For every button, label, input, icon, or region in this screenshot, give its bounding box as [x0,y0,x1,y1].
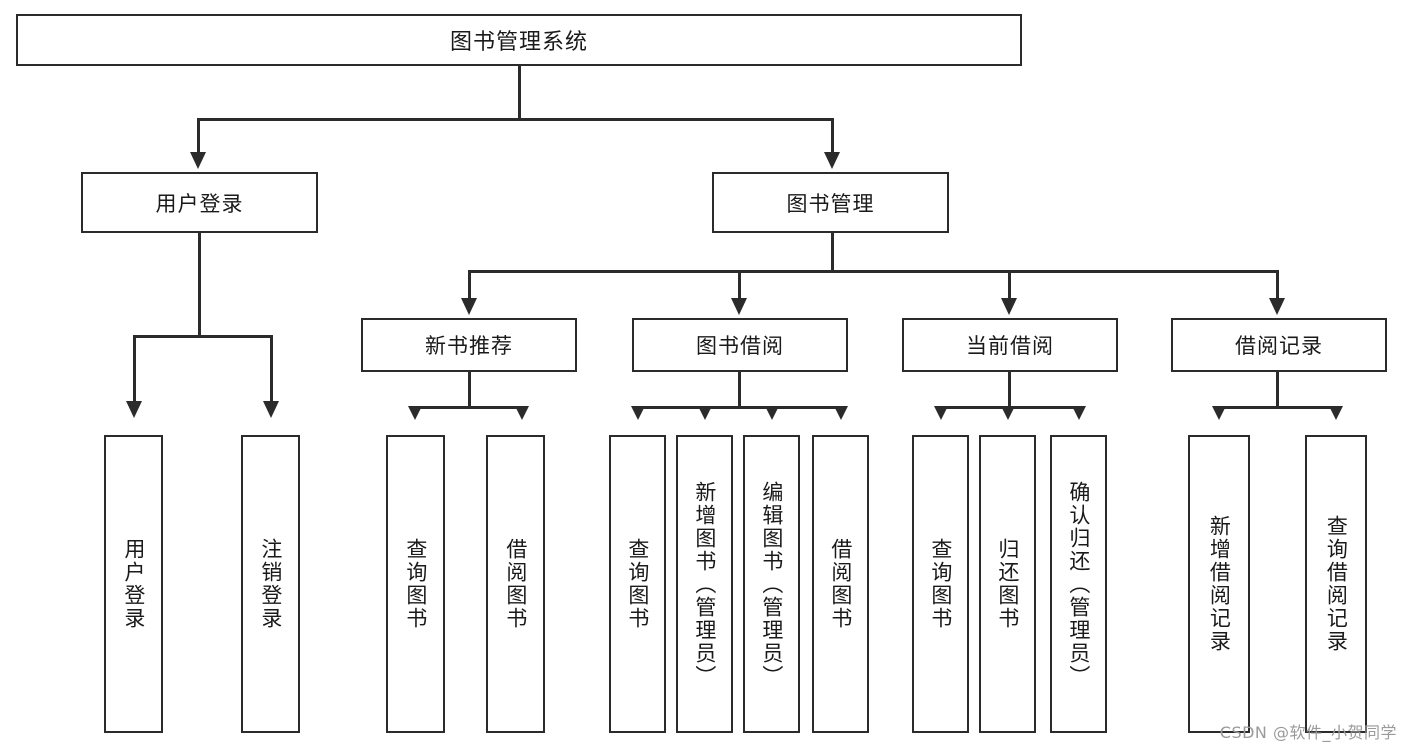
edge-book-manage-to-current-borrow [1008,270,1011,300]
node-leaf-query-record[interactable]: 查询借阅记录 [1305,435,1367,733]
arrowhead-leaf-query-record [1329,406,1343,420]
arrowhead-leaf-edit-book [765,406,779,420]
node-current-borrow[interactable]: 当前借阅 [902,318,1118,372]
arrowhead-new-book-recommend [461,298,477,315]
arrowhead-leaf-query-book-3 [934,406,948,420]
node-label: 编辑图书（管理员） [759,480,784,688]
arrowhead-leaf-add-book [698,406,712,420]
arrowhead-leaf-query-book-1 [408,406,422,420]
arrowhead-borrow-record [1269,298,1285,315]
node-book-manage[interactable]: 图书管理 [712,172,949,233]
node-borrow-record[interactable]: 借阅记录 [1171,318,1387,372]
arrowhead-current-borrow [1001,298,1017,315]
node-new-book-recommend[interactable]: 新书推荐 [361,318,577,372]
arrowhead-leaf-borrow-book-1 [515,406,529,420]
arrowhead-book-borrow [731,298,747,315]
node-label: 图书借阅 [696,334,784,358]
node-label: 用户登录 [121,538,146,630]
node-label: 借阅记录 [1235,334,1323,358]
arrowhead-leaf-confirm-return [1072,406,1086,420]
node-leaf-user-login[interactable]: 用户登录 [104,435,163,733]
arrowhead-leaf-borrow-book-2 [834,406,848,420]
node-leaf-add-book[interactable]: 新增图书（管理员） [676,435,733,733]
node-leaf-query-book-3[interactable]: 查询图书 [912,435,969,733]
node-label: 用户登录 [155,191,244,216]
edge-root-stem [518,66,521,118]
node-label: 查询借阅记录 [1324,515,1349,653]
node-label: 查询图书 [625,538,650,630]
edge-user-login-stem [198,233,201,335]
edge-user-login-bus [133,335,272,338]
node-leaf-confirm-return[interactable]: 确认归还（管理员） [1050,435,1107,733]
arrowhead-user-login [190,152,206,169]
node-leaf-borrow-book-1[interactable]: 借阅图书 [486,435,545,733]
node-label: 图书管理系统 [449,30,588,55]
edge-book-manage-to-book-borrow [738,270,741,300]
node-leaf-query-book-2[interactable]: 查询图书 [609,435,666,733]
node-leaf-edit-book[interactable]: 编辑图书（管理员） [743,435,800,733]
node-label: 确认归还（管理员） [1066,480,1091,688]
node-root-system[interactable]: 图书管理系统 [16,14,1022,66]
edge-book-manage-bus [468,270,1279,273]
edge-book-borrow-stem [738,372,741,406]
edge-user-login-to-leaf-2 [270,335,273,403]
arrowhead-book-manage [824,152,840,169]
node-label: 查询图书 [403,538,428,630]
node-user-login[interactable]: 用户登录 [81,172,318,233]
node-leaf-query-book-1[interactable]: 查询图书 [386,435,445,733]
node-label: 注销登录 [258,538,283,630]
edge-new-book-bus [415,406,522,409]
arrowhead-leaf-add-record [1212,406,1226,420]
node-book-borrow[interactable]: 图书借阅 [632,318,848,372]
edge-book-manage-to-borrow-record [1276,270,1279,300]
edge-root-to-book-manage [831,118,834,154]
node-label: 新增图书（管理员） [692,480,717,688]
node-label: 新书推荐 [425,334,513,358]
edge-book-borrow-bus [638,406,841,409]
edge-book-manage-to-new-book [468,270,471,300]
node-leaf-add-record[interactable]: 新增借阅记录 [1188,435,1250,733]
node-label: 新增借阅记录 [1207,515,1232,653]
edge-current-borrow-stem [1008,372,1011,406]
node-label: 借阅图书 [503,538,528,630]
edge-root-bus [197,118,834,121]
edge-book-manage-stem [831,233,834,270]
edge-borrow-record-bus [1219,406,1336,409]
node-label: 查询图书 [928,538,953,630]
arrowhead-leaf-logout-login [263,401,279,418]
arrowhead-leaf-user-login [126,401,142,418]
node-label: 图书管理 [786,191,875,216]
node-label: 归还图书 [995,538,1020,630]
node-label: 当前借阅 [966,334,1054,358]
node-leaf-borrow-book-2[interactable]: 借阅图书 [812,435,869,733]
arrowhead-leaf-return-book [1001,406,1015,420]
edge-root-to-user-login [197,118,200,154]
edge-borrow-record-stem [1276,372,1279,406]
node-leaf-return-book[interactable]: 归还图书 [979,435,1036,733]
edge-user-login-to-leaf-1 [133,335,136,403]
node-leaf-logout-login[interactable]: 注销登录 [241,435,300,733]
edge-new-book-stem [468,372,471,406]
csdn-watermark: CSDN @软件_小贺同学 [1219,723,1397,742]
node-label: 借阅图书 [828,538,853,630]
arrowhead-leaf-query-book-2 [631,406,645,420]
